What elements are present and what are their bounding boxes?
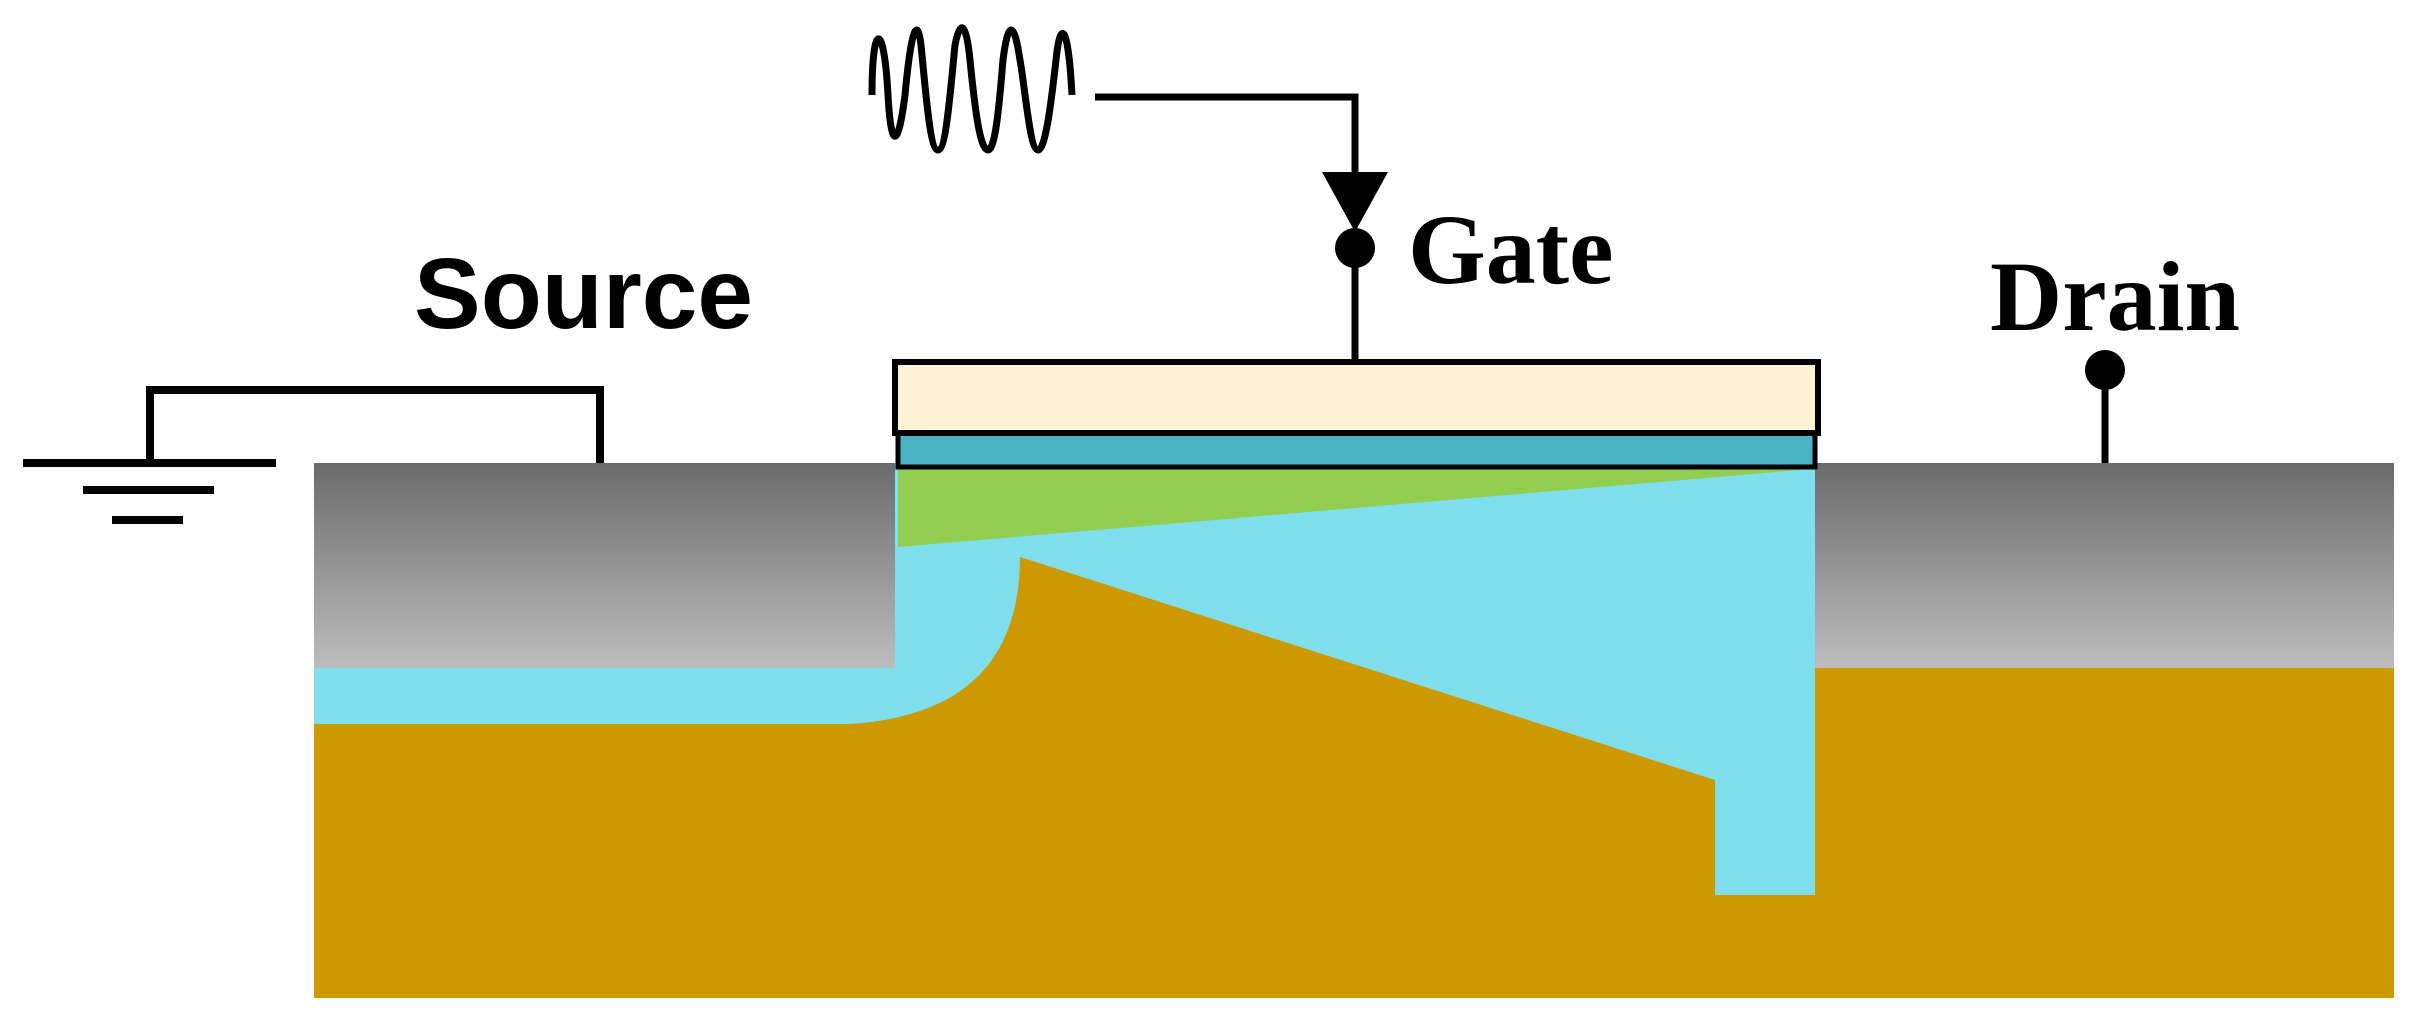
gate-oxide	[895, 430, 1818, 470]
channel-region	[898, 463, 1800, 547]
source-wire	[146, 386, 604, 463]
gate-terminal-dot-icon	[1335, 228, 1375, 268]
drain-terminal-dot-icon	[2085, 350, 2125, 390]
gate-signal-wire	[1095, 93, 1359, 175]
drain-label: Drain	[1990, 241, 2240, 352]
gate-label: Gate	[1408, 194, 1613, 305]
ground-icon	[23, 459, 276, 524]
arrow-down-icon	[1322, 172, 1388, 232]
gate-metal	[892, 359, 1821, 436]
source-contact	[314, 463, 895, 668]
depletion-region	[314, 463, 1815, 895]
drain-contact	[1815, 463, 2394, 668]
sine-wave-source-icon	[868, 24, 1076, 154]
source-label: Source	[414, 238, 753, 350]
